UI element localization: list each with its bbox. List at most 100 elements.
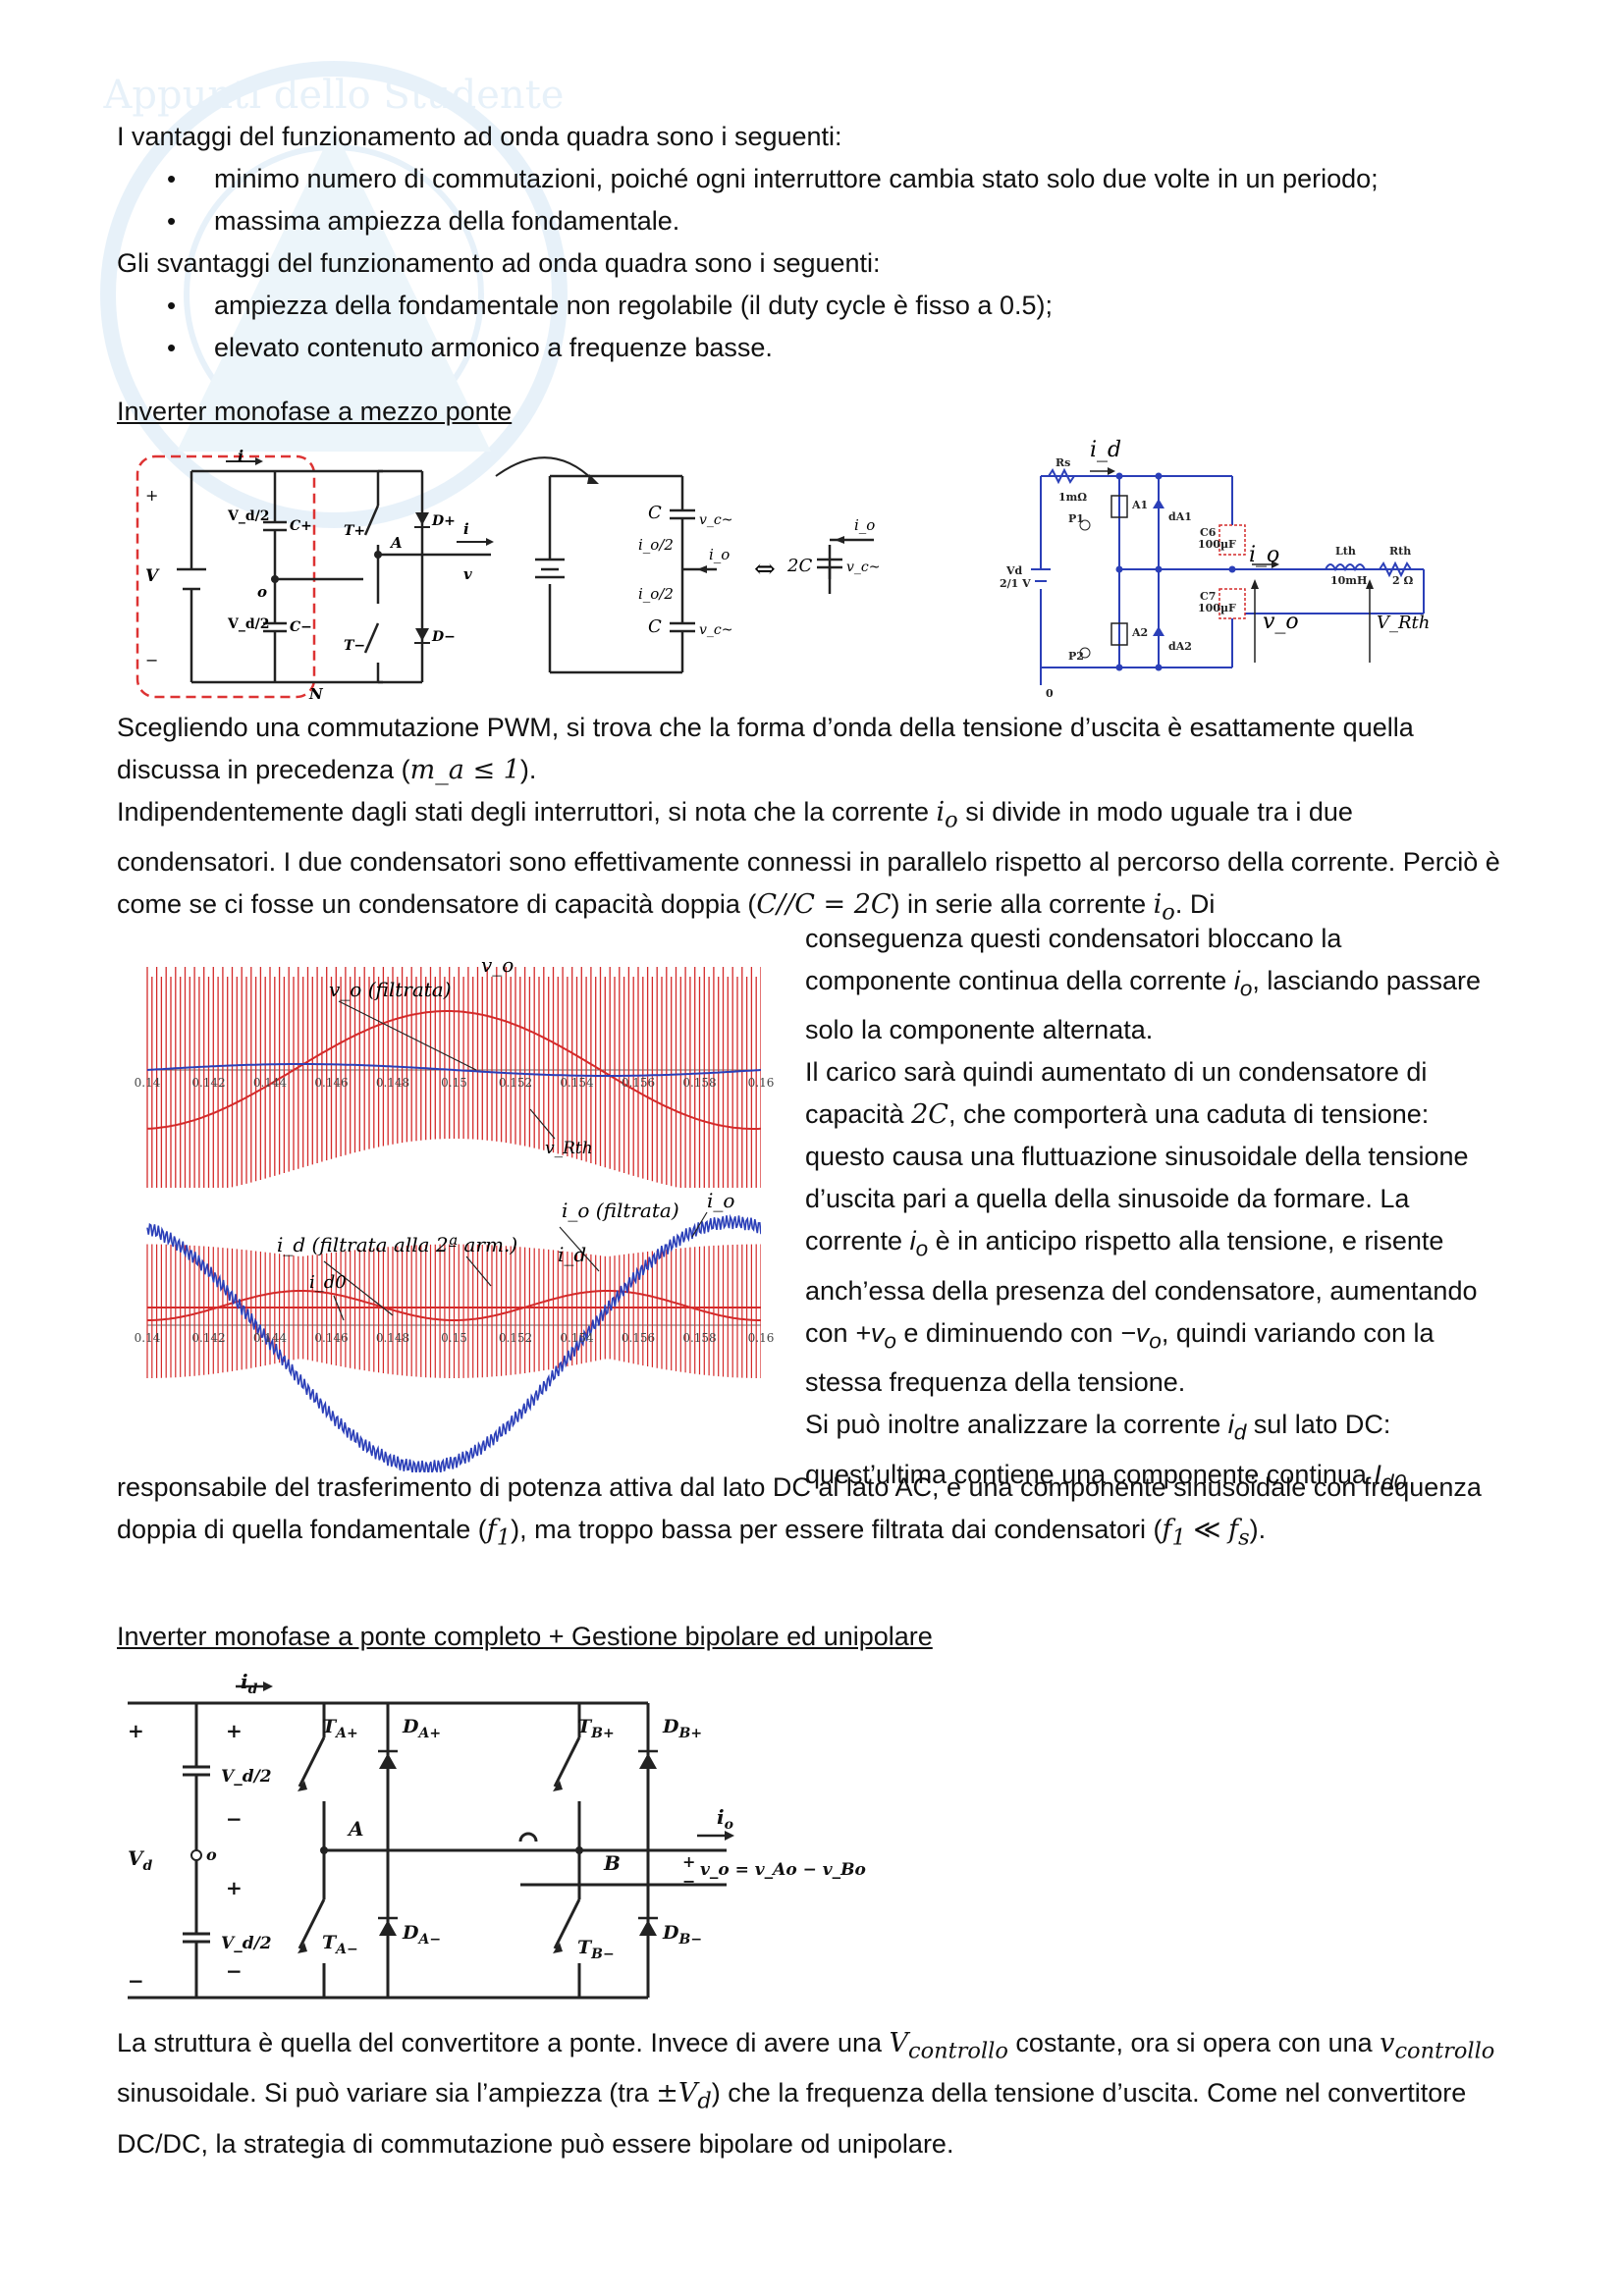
tick-label: 0.15 (441, 1331, 467, 1345)
svg-text:i_o: i_o (709, 546, 730, 563)
svg-text:v_c~: v_c~ (846, 560, 880, 575)
list-item: ampiezza della fondamentale non regolabi… (167, 285, 1522, 327)
svg-text:+: + (226, 1876, 243, 1899)
svg-text:B: B (603, 1851, 621, 1875)
svg-text:v_c~: v_c~ (699, 622, 732, 638)
svg-text:10mH: 10mH (1330, 574, 1367, 587)
svg-text:100µF: 100µF (1198, 602, 1236, 614)
tick-label: 0.16 (748, 1076, 775, 1090)
vrth-trace (146, 1063, 761, 1077)
advantages-list: minimo numero di commutazioni, poiché og… (167, 158, 1522, 242)
svg-text:C6: C6 (1200, 526, 1217, 539)
svg-text:DA−: DA− (402, 1922, 441, 1948)
half-bridge-schematic: V + − i V_d/2 V_d/2 C+ C− T+ T− D+ D− A … (135, 447, 494, 702)
svg-text:A: A (389, 534, 403, 552)
svg-text:V_d/2: V_d/2 (227, 616, 270, 632)
disadvantages-title: Gli svantaggi del funzionamento ad onda … (117, 248, 881, 278)
svg-text:o: o (257, 583, 267, 601)
svg-text:v_o (filtrata): v_o (filtrata) (329, 978, 452, 1001)
svg-text:P2: P2 (1068, 650, 1084, 663)
svg-text:C: C (648, 616, 662, 637)
section-heading-full-bridge: Inverter monofase a ponte completo + Ges… (117, 1622, 933, 1651)
id-trace (146, 1244, 761, 1378)
svg-text:DB−: DB− (662, 1922, 702, 1948)
svg-text:+: + (128, 1719, 144, 1742)
svg-text:id: id (241, 1670, 258, 1697)
tick-label: 0.142 (191, 1076, 225, 1090)
svg-text:io: io (717, 1805, 733, 1833)
tick-label: 0.158 (682, 1331, 716, 1345)
svg-text:T−: T− (344, 638, 365, 654)
svg-text:2 Ω: 2 Ω (1392, 574, 1413, 587)
tick-label: 0.152 (499, 1331, 532, 1345)
paragraph-full-bridge: La struttura è quella del convertitore a… (117, 2028, 1495, 2159)
paragraph-capacitors: Indipendentemente dagli stati degli inte… (117, 797, 1500, 926)
svg-text:i_d (filtrata alla 2ª arm.): i_d (filtrata alla 2ª arm.) (277, 1233, 517, 1256)
svg-text:2/1 V: 2/1 V (1000, 577, 1031, 590)
tick-label: 0.146 (314, 1331, 348, 1345)
tick-label: 0.144 (253, 1331, 288, 1345)
svg-text:C+: C+ (290, 518, 312, 534)
svg-text:⇔: ⇔ (754, 555, 776, 584)
svg-text:T+: T+ (344, 523, 365, 539)
wrapped-text-column: conseguenza questi condensatori bloccano… (805, 924, 1481, 1494)
svg-text:i_o: i_o (707, 1189, 734, 1212)
list-item: minimo numero di commutazioni, poiché og… (167, 158, 1522, 200)
svg-text:DA+: DA+ (402, 1716, 441, 1741)
tick-label: 0.142 (191, 1331, 225, 1345)
svg-text:−: − (682, 1872, 695, 1891)
tick-label: 0.148 (376, 1331, 409, 1345)
svg-text:+: + (682, 1852, 695, 1871)
svg-text:v_o = v_Ao − v_Bo: v_o = v_Ao − v_Bo (700, 1860, 866, 1880)
svg-text:V_d/2: V_d/2 (221, 1934, 272, 1953)
list-item: massima ampiezza della fondamentale. (167, 200, 1522, 242)
tick-label: 0.156 (622, 1076, 655, 1090)
svg-text:V_Rth: V_Rth (1377, 613, 1430, 633)
vo-filtered-trace (146, 1010, 761, 1130)
svg-text:Lth: Lth (1335, 545, 1356, 558)
tick-label: 0.144 (253, 1076, 288, 1090)
svg-text:N: N (308, 685, 324, 702)
svg-text:+: + (226, 1719, 243, 1742)
tick-label: 0.154 (560, 1331, 594, 1345)
svg-text:P1: P1 (1068, 512, 1084, 525)
svg-text:1mΩ: 1mΩ (1058, 491, 1087, 504)
io-trace (146, 1213, 761, 1472)
tick-label: 0.16 (748, 1331, 775, 1345)
svg-text:D+: D+ (431, 513, 456, 529)
svg-text:−: − (128, 1969, 144, 1993)
svg-text:i_o (filtrata): i_o (filtrata) (562, 1199, 679, 1222)
svg-text:−: − (226, 1807, 243, 1831)
svg-text:i_o: i_o (1249, 543, 1279, 567)
paragraph-dc-side: responsabile del trasferimento di potenz… (117, 1472, 1482, 1551)
svg-text:C: C (648, 503, 662, 523)
svg-text:Rs: Rs (1056, 456, 1070, 469)
watermark-text: Appunti dello Studente (103, 73, 565, 118)
svg-text:v_o: v_o (481, 953, 514, 977)
section-heading-half-bridge: Inverter monofase a mezzo ponte (117, 397, 513, 426)
paragraph-pwm: Scegliendo una commutazione PWM, si trov… (117, 713, 1414, 785)
full-bridge-schematic: + − + − + − Vd o V_d/2 V_d/2 id TA+ DA+ … (128, 1670, 866, 2000)
svg-text:V_d/2: V_d/2 (227, 508, 270, 524)
capacitor-equivalent-diagram: C C i_o/2 i_o/2 v_c~ v_c~ i_o ⇔ 2C v_c~ … (535, 474, 880, 674)
svg-text:i_o: i_o (854, 516, 875, 534)
tick-label: 0.154 (560, 1076, 594, 1090)
svg-text:TB−: TB− (577, 1937, 615, 1962)
svg-text:D−: D− (431, 629, 456, 645)
svg-text:A2: A2 (1131, 626, 1148, 639)
svg-text:TB+: TB+ (577, 1716, 615, 1741)
svg-text:o: o (206, 1845, 217, 1864)
tick-label: 0.148 (376, 1076, 409, 1090)
disadvantages-list: ampiezza della fondamentale non regolabi… (167, 285, 1522, 369)
svg-text:v_c~: v_c~ (699, 512, 732, 528)
svg-text:C−: C− (290, 619, 312, 635)
svg-text:i_d: i_d (558, 1243, 586, 1266)
svg-text:−: − (145, 651, 158, 669)
label-vd: V (145, 566, 160, 586)
svg-text:i_o/2: i_o/2 (638, 536, 674, 554)
svg-text:v: v (463, 565, 472, 583)
svg-text:V_d/2: V_d/2 (221, 1767, 272, 1787)
svg-text:i_d0: i_d0 (309, 1272, 347, 1293)
svg-text:−: − (226, 1959, 243, 1983)
